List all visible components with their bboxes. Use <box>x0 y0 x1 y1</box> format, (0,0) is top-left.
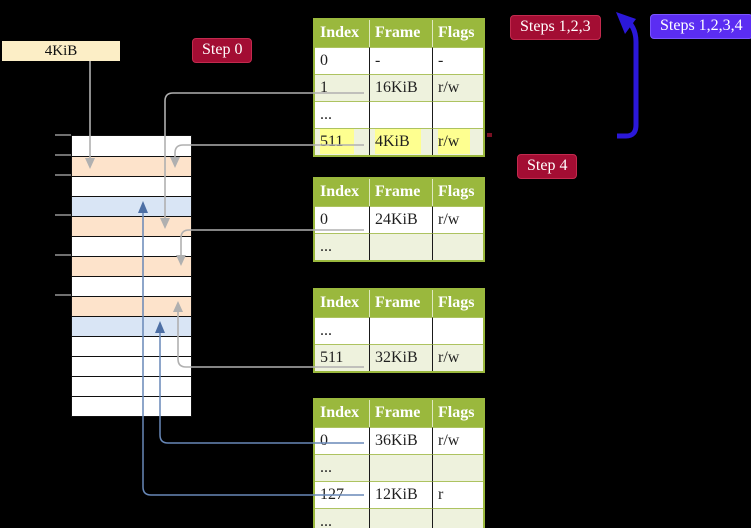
memory-row-peach <box>72 156 191 176</box>
strip-tick-marks <box>55 134 71 296</box>
table-cell <box>370 317 433 344</box>
table-cell: 127 <box>315 481 370 508</box>
table-cell: ... <box>315 233 370 260</box>
table-cell: ... <box>315 508 370 528</box>
table-row: ... <box>315 317 483 344</box>
table-cell: 0 <box>315 206 370 233</box>
table-cell: 511 <box>315 128 370 155</box>
table-cell: 36KiB <box>370 427 433 454</box>
table-cell <box>370 101 433 128</box>
table-cell: 0 <box>315 47 370 74</box>
table-cell <box>433 233 483 260</box>
steps-loop-arrow <box>616 12 639 139</box>
table-cell: - <box>433 47 483 74</box>
table-row: ... <box>315 508 483 528</box>
memory-row-white <box>72 276 191 296</box>
memory-row-peach <box>72 216 191 236</box>
table-cell: r <box>433 481 483 508</box>
table-row: 0-- <box>315 47 483 74</box>
arrowhead-upleft-icon <box>616 12 636 34</box>
memory-strip <box>71 135 192 417</box>
table-cell: 12KiB <box>370 481 433 508</box>
memory-row-white <box>72 136 191 156</box>
column-header: Flags <box>433 179 483 206</box>
table-row: 511 4KiB r/w <box>315 128 483 155</box>
table-cell: 1 <box>315 74 370 101</box>
table-cell: r/w <box>433 344 483 371</box>
table-cell: r/w <box>433 427 483 454</box>
badge-step-0: Step 0 <box>192 38 253 63</box>
table-cell <box>370 508 433 528</box>
table-row: ... <box>315 454 483 481</box>
table-cell: r/w <box>433 128 483 155</box>
table-cell <box>433 101 483 128</box>
highlighted-value: 511 <box>320 129 355 154</box>
table-cell: 24KiB <box>370 206 433 233</box>
column-header: Flags <box>433 400 483 427</box>
memory-row-white <box>72 376 191 396</box>
column-header: Frame <box>370 290 433 317</box>
table-cell: ... <box>315 317 370 344</box>
table-row: ... <box>315 101 483 128</box>
page-size-label: 4KiB <box>2 41 120 61</box>
memory-row-blue <box>72 196 191 216</box>
column-header: Index <box>315 179 370 206</box>
table-cell <box>433 317 483 344</box>
table-cell: 32KiB <box>370 344 433 371</box>
table-cell: 511 <box>315 344 370 371</box>
table-cell <box>370 233 433 260</box>
table-cell <box>433 454 483 481</box>
table-cell: ... <box>315 454 370 481</box>
column-header: Frame <box>370 179 433 206</box>
memory-row-blue <box>72 316 191 336</box>
table-cell: 4KiB <box>370 128 433 155</box>
column-header: Index <box>315 20 370 47</box>
highlighted-value: 4KiB <box>375 129 421 154</box>
column-header: Frame <box>370 20 433 47</box>
memory-row-peach <box>72 256 191 276</box>
memory-row-white <box>72 236 191 256</box>
memory-row-peach <box>72 296 191 316</box>
column-header: Frame <box>370 400 433 427</box>
memory-row-white <box>72 356 191 376</box>
memory-row-white <box>72 176 191 196</box>
memory-row-white <box>72 396 191 416</box>
table-cell <box>370 454 433 481</box>
badge-steps-1-2-3: Steps 1,2,3 <box>510 15 601 40</box>
table-cell: 16KiB <box>370 74 433 101</box>
table-cell: r/w <box>433 74 483 101</box>
highlighted-value: r/w <box>438 129 471 154</box>
badge-steps-1-2-3-4: Steps 1,2,3,4 <box>650 14 751 39</box>
memory-row-white <box>72 336 191 356</box>
badge-step-4: Step 4 <box>517 154 578 179</box>
table-cell: r/w <box>433 206 483 233</box>
table-cell: - <box>370 47 433 74</box>
column-header: Index <box>315 290 370 317</box>
column-header: Index <box>315 400 370 427</box>
table-cell: 0 <box>315 427 370 454</box>
column-header: Flags <box>433 20 483 47</box>
table-cell: ... <box>315 101 370 128</box>
table-row: ... <box>315 233 483 260</box>
marker-dot <box>487 133 492 137</box>
table-cell <box>433 508 483 528</box>
column-header: Flags <box>433 290 483 317</box>
